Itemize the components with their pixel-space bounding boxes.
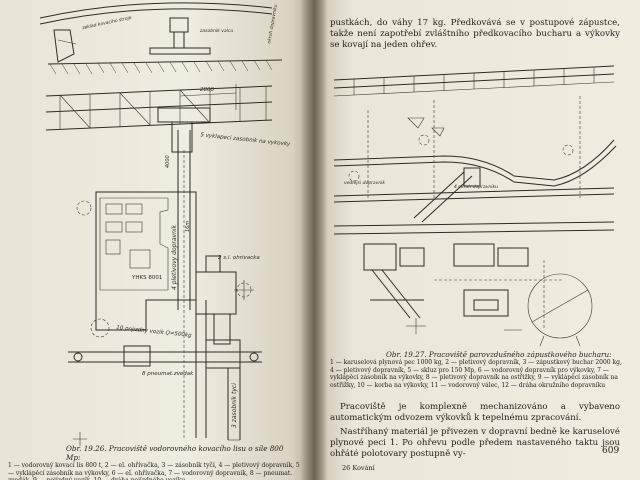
label-secondary-conveyor: vedlejsi dopravnik (344, 181, 386, 186)
right-page: pustkách, do váhy 17 kg. Předkovává se v… (314, 0, 640, 480)
label-pneumatic-lift: 8 pneumat.zvedak (142, 371, 194, 377)
right-caption-title: Obr. 19.27. Pracoviště parovzdušného záp… (386, 350, 612, 359)
left-caption-title: Obr. 19.26. Pracoviště vodorovného kovac… (66, 444, 284, 462)
right-paragraph-2: Nastříhaný materiál je přivezen v doprav… (330, 427, 620, 460)
label-mesh-conveyor: 4 pletivovy dopravnik (171, 224, 178, 290)
right-intro-paragraph: pustkách, do váhy 17 kg. Předkovává se v… (330, 18, 620, 51)
label-roller-magazine: zasobnik valcu (200, 29, 234, 34)
page-number: 609 (602, 446, 620, 456)
right-paragraph-1: Pracoviště je komplexně mechanizováno a … (330, 402, 620, 424)
left-caption: Obr. 19.26. Pracoviště vodorovného kovac… (8, 444, 300, 480)
right-caption-text: 1 — karuselová plynová pec 1000 kg, 2 — … (330, 359, 622, 389)
left-page: zaklad kovaciho stroje zasobnik valcu ok… (0, 0, 314, 480)
book-gutter-shadow (300, 0, 328, 480)
right-caption: Obr. 19.27. Pracoviště parovzdušného záp… (330, 350, 622, 389)
label-bar-magazine: 3 zasobnik tyci (231, 383, 238, 428)
label-dimension-4000: 4000 (165, 155, 171, 168)
running-head: 26 Kování (342, 464, 375, 472)
left-technical-drawing (39, 2, 283, 446)
label-dimension-2800: 2800 (200, 87, 214, 93)
label-heater: 2 s.l. ohrivacka (218, 255, 260, 261)
label-press-designation: YHKS 8001 (132, 275, 163, 281)
left-caption-text: 1 — vodorovný kovací lis 800 t, 2 — el. … (8, 462, 300, 480)
label-length-16m: 16m (185, 220, 191, 232)
right-technical-drawing (333, 65, 617, 347)
label-conveyor-ring-right: 4 okruh dopravniku (454, 185, 498, 190)
